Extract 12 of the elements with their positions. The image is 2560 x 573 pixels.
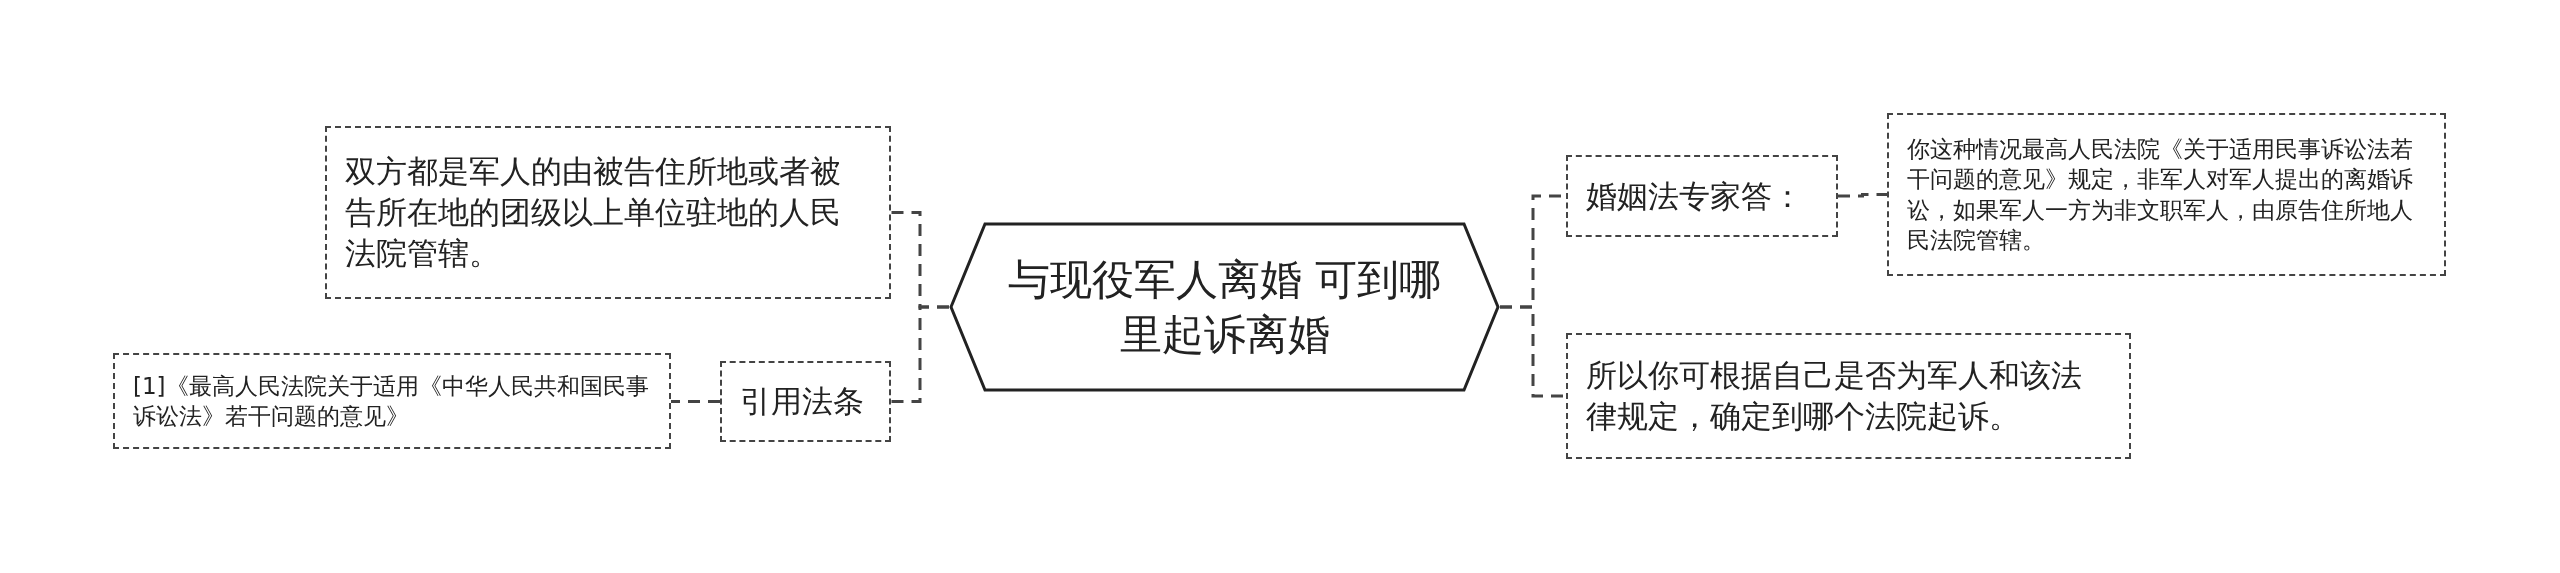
topic-box: 你这种情况最高人民法院《关于适用民事诉讼法若干问题的意见》规定，非军人对军人提出的离婚诉讼，如果军人一方为非文职军人，由原告住所地人民法院管辖。 bbox=[1887, 113, 2446, 276]
topic-hexagon bbox=[949, 222, 1500, 392]
topic-title: 与现役军人离婚 可到哪里起诉离婚 bbox=[1006, 253, 1443, 361]
connector-line bbox=[891, 305, 949, 403]
topic-box: 婚姻法专家答： bbox=[1566, 155, 1838, 237]
connector-line bbox=[1500, 305, 1566, 398]
topic-box: 双方都是军人的由被告住所地或者被告所在地的团级以上单位驻地的人民法院管辖。 bbox=[325, 126, 891, 299]
connector-line bbox=[1838, 193, 1887, 198]
connector-line bbox=[671, 400, 720, 403]
topic-box: 引用法条 bbox=[720, 361, 891, 442]
topic-box: 所以你可根据自己是否为军人和该法律规定，确定到哪个法院起诉。 bbox=[1566, 333, 2131, 459]
topic-box: [1]《最高人民法院关于适用《中华人民共和国民事诉讼法》若干问题的意见》 bbox=[113, 353, 671, 449]
